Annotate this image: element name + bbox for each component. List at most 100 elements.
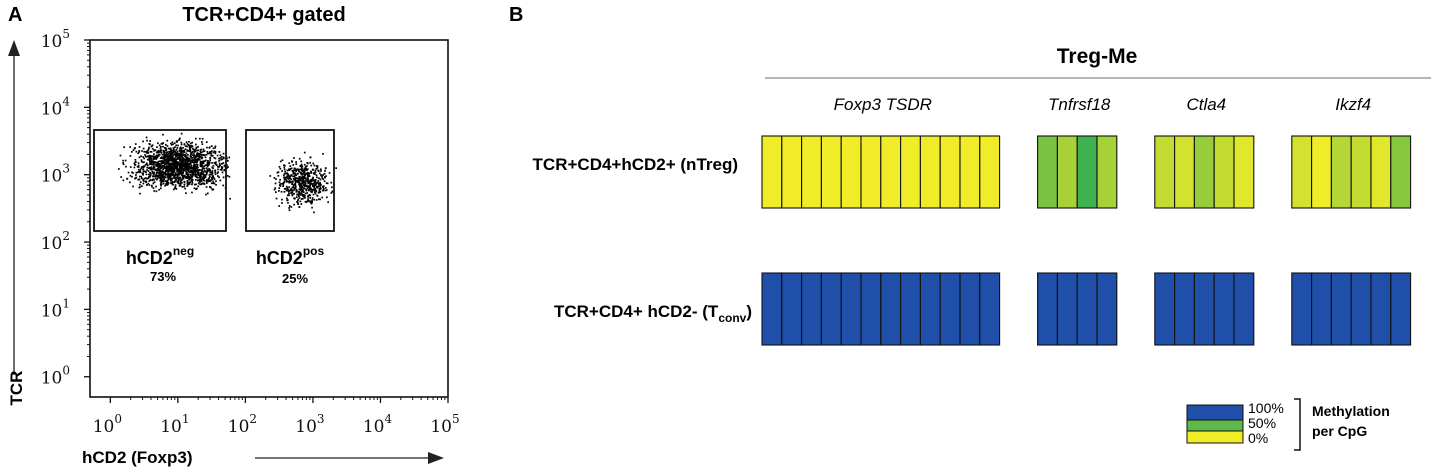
scatter-point bbox=[311, 199, 314, 201]
scatter-point bbox=[166, 166, 168, 168]
scatter-point bbox=[180, 160, 183, 163]
scatter-point bbox=[319, 191, 321, 194]
scatter-point bbox=[295, 196, 298, 198]
scatter-point bbox=[201, 157, 203, 160]
scatter-point bbox=[176, 168, 178, 171]
scatter-point bbox=[285, 189, 288, 192]
scatter-point bbox=[312, 162, 315, 165]
scatter-point bbox=[166, 181, 168, 183]
scatter-point bbox=[206, 162, 209, 164]
scatter-point bbox=[305, 167, 307, 170]
scatter-point bbox=[125, 165, 127, 168]
scatter-point bbox=[177, 144, 179, 147]
scatter-point bbox=[166, 184, 169, 186]
scatter-point bbox=[118, 168, 120, 170]
scatter-point bbox=[180, 169, 183, 172]
scatter-point bbox=[299, 179, 302, 182]
scatter-point bbox=[129, 166, 132, 168]
scatter-point bbox=[129, 181, 131, 184]
scatter-point bbox=[174, 163, 176, 166]
scatter-point bbox=[132, 149, 135, 151]
heatmap-cell bbox=[820, 272, 842, 346]
scatter-point bbox=[202, 160, 205, 163]
scatter-point bbox=[171, 171, 173, 174]
scatter-point bbox=[142, 179, 145, 181]
scatter-point bbox=[184, 187, 186, 190]
scatter-point bbox=[140, 175, 142, 178]
scatter-point bbox=[305, 189, 308, 192]
heatmap-cell bbox=[959, 272, 981, 346]
heatmap-cell bbox=[1370, 135, 1392, 209]
scatter-point bbox=[149, 157, 152, 160]
scatter-point bbox=[150, 162, 153, 165]
scatter-point bbox=[161, 174, 163, 176]
scatter-point bbox=[309, 156, 312, 159]
scatter-point bbox=[170, 173, 173, 175]
scatter-point bbox=[155, 185, 157, 188]
scatter-point bbox=[306, 178, 309, 180]
scatter-point bbox=[213, 178, 216, 180]
scatter-point bbox=[120, 176, 122, 178]
scatter-point bbox=[284, 164, 286, 167]
scatter-point bbox=[304, 184, 306, 187]
scatter-point bbox=[176, 168, 179, 170]
scatter-point bbox=[306, 168, 309, 170]
scatter-point bbox=[156, 156, 159, 159]
scatter-point bbox=[178, 177, 181, 180]
scatter-point bbox=[171, 174, 173, 177]
scatter-point bbox=[189, 163, 192, 166]
panel-a-letter: A bbox=[8, 4, 22, 26]
scatter-point bbox=[182, 147, 184, 149]
scatter-point bbox=[186, 166, 189, 169]
scatter-point bbox=[170, 162, 172, 165]
scatter-point bbox=[149, 166, 152, 169]
scatter-point bbox=[214, 151, 217, 153]
scatter-point bbox=[149, 174, 152, 176]
scatter-point bbox=[152, 168, 154, 171]
scatter-point bbox=[288, 194, 290, 196]
scatter-point bbox=[202, 173, 204, 175]
scatter-point bbox=[314, 189, 316, 192]
y-axis-label: TCR bbox=[7, 371, 26, 406]
scatter-point bbox=[195, 158, 198, 161]
scatter-point bbox=[294, 187, 297, 189]
heatmap-cell bbox=[1056, 135, 1078, 209]
scatter-point bbox=[299, 168, 302, 171]
scatter-point bbox=[137, 171, 140, 173]
scatter-point bbox=[177, 173, 180, 175]
legend-tick-100: 100% bbox=[1248, 400, 1284, 416]
scatter-point bbox=[325, 182, 328, 184]
scatter-point bbox=[221, 171, 224, 174]
scatter-point bbox=[326, 182, 329, 185]
scatter-point bbox=[172, 151, 175, 154]
scatter-point bbox=[173, 162, 176, 165]
scatter-point bbox=[137, 166, 140, 168]
scatter-point bbox=[295, 174, 298, 177]
scatter-point bbox=[192, 173, 195, 176]
scatter-point bbox=[152, 171, 154, 174]
scatter-point bbox=[325, 189, 328, 191]
scatter-point bbox=[174, 146, 176, 148]
scatter-point bbox=[154, 169, 157, 171]
scatter-point bbox=[310, 172, 313, 174]
scatter-point bbox=[170, 179, 172, 182]
scatter-point bbox=[202, 178, 204, 180]
scatter-point bbox=[280, 190, 283, 193]
scatter-point bbox=[141, 150, 143, 152]
scatter-point bbox=[208, 147, 211, 149]
scatter-point bbox=[168, 164, 171, 166]
scatter-point bbox=[162, 145, 164, 148]
scatter-point bbox=[159, 151, 161, 153]
scatter-point bbox=[146, 169, 148, 171]
heatmap-cell bbox=[1076, 135, 1098, 209]
scatter-point bbox=[291, 189, 294, 192]
scatter-point bbox=[324, 189, 327, 192]
scatter-point bbox=[315, 199, 318, 201]
scatter-point bbox=[184, 148, 187, 151]
scatter-point bbox=[300, 163, 303, 166]
scatter-point bbox=[163, 172, 165, 174]
heatmap-cell bbox=[1330, 272, 1352, 346]
scatter-point bbox=[286, 197, 288, 200]
scatter-point bbox=[211, 171, 213, 173]
scatter-point bbox=[304, 165, 307, 168]
